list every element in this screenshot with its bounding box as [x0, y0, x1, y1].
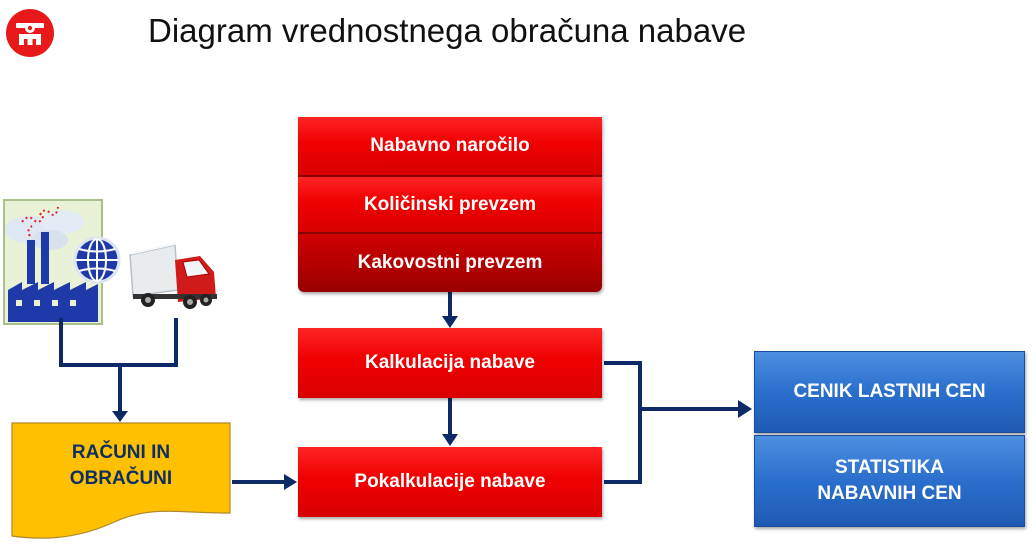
company-logo-icon: [6, 9, 54, 57]
nabavno-narocilo-box: Nabavno naročilo: [298, 117, 602, 175]
page-title: Diagram vrednostnega obračuna nabave: [148, 12, 747, 49]
divider: [298, 175, 602, 177]
truck-icon: [129, 242, 217, 309]
globe-icon: [73, 236, 121, 284]
kolicinski-prevzem-label: Količinski prevzem: [363, 193, 537, 215]
documents-line2: OBRAČUNI: [69, 467, 173, 489]
pokalkulacije-nabave-label: Pokalkulacije nabave: [354, 471, 546, 493]
statistika-line1: STATISTIKA: [834, 457, 945, 479]
pokalkulacije-nabave-box: Pokalkulacije nabave: [298, 447, 602, 517]
documents-shape: [11, 422, 231, 539]
statistika-nabavnih-cen-box: STATISTIKA NABAVNIH CEN: [754, 435, 1025, 527]
kalkulacija-nabave-label: Kalkulacija nabave: [364, 352, 536, 374]
cenik-lastnih-cen-box: CENIK LASTNIH CEN: [754, 351, 1025, 433]
nabavno-narocilo-label: Nabavno naročilo: [370, 135, 530, 157]
cenik-lastnih-cen-label: CENIK LASTNIH CEN: [793, 381, 986, 403]
kakovostni-prevzem-label: Kakovostni prevzem: [357, 252, 543, 274]
kalkulacija-nabave-box: Kalkulacija nabave: [298, 328, 602, 398]
divider: [298, 232, 602, 234]
kolicinski-prevzem-box: Količinski prevzem: [298, 177, 602, 232]
racuni-in-obracuni-label: RAČUNI IN OBRAČUNI: [12, 440, 230, 491]
receipt-process-stack: Nabavno naročilo Količinski prevzem Kako…: [298, 117, 602, 292]
connectors: [59, 292, 740, 484]
arrowheads: [112, 316, 752, 490]
kakovostni-prevzem-box: Kakovostni prevzem: [298, 234, 602, 292]
documents-line1: RAČUNI IN: [71, 442, 171, 463]
statistika-line2: NABAVNIH CEN: [817, 483, 962, 504]
